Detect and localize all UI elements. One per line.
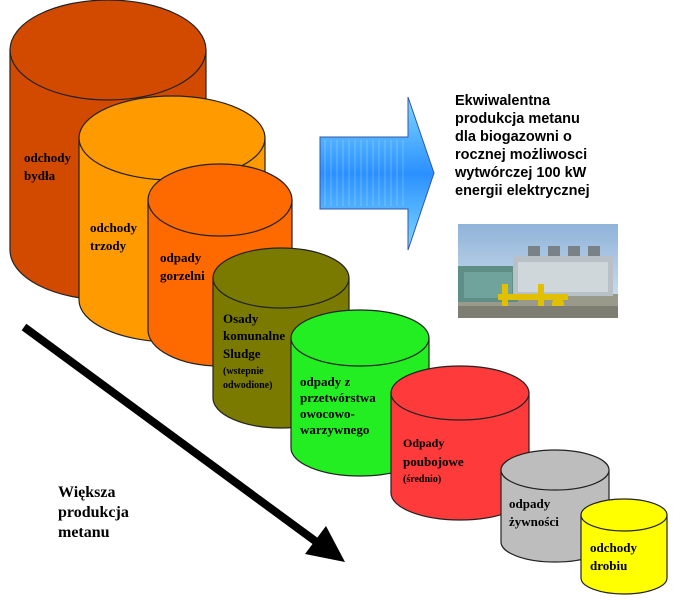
cylinder-label: odpady <box>160 250 202 265</box>
cylinder-label: odchody <box>24 150 71 165</box>
cylinder-label: poubojowe <box>403 454 464 469</box>
cylinder-label: warzywnego <box>300 422 369 437</box>
cylinder-label: odpady z <box>300 374 350 389</box>
cylinder-note: (średnio) <box>403 474 441 485</box>
cylinder-label: trzody <box>90 238 127 253</box>
cylinder-label: przetwórstwa <box>300 390 376 405</box>
bottom-label-line: metanu <box>58 524 110 541</box>
block-arrow-right <box>319 96 435 251</box>
cylinder-label: Odpady <box>403 436 444 450</box>
biogas-plant-photo <box>458 224 618 318</box>
right-title-line: rocznej możliwosci <box>455 147 588 163</box>
right-title: Ekwiwalentna produkcja metanu dla biogaz… <box>455 92 675 200</box>
cylinder-note: odwodione) <box>223 380 272 391</box>
cylinder-label: bydła <box>24 168 56 183</box>
cylinder-label: gorzelni <box>160 268 205 283</box>
cylinder-label: odchody <box>590 540 637 555</box>
cylinder-label: odpady <box>509 496 551 511</box>
cylinder-label: Sludge <box>223 346 261 361</box>
cylinder-label: owocowo- <box>300 406 355 421</box>
cylinder-label: komunalne <box>223 328 285 343</box>
right-title-line: Ekwiwalentna <box>455 93 551 109</box>
right-title-line: dla biogazowni o <box>455 129 572 145</box>
bottom-label: Większa produkcja metanu <box>58 483 129 543</box>
cylinder-note: (wstepnie <box>223 366 264 377</box>
cylinder-label: odchody <box>90 220 137 235</box>
bottom-label-line: Większa <box>58 484 116 501</box>
cylinder-label: drobiu <box>590 558 627 573</box>
right-title-line: energii elektrycznej <box>455 183 590 199</box>
right-title-line: produkcja metanu <box>455 111 580 127</box>
right-title-line: wytwórczej 100 kW <box>455 165 587 181</box>
diagonal-arrow <box>21 323 345 562</box>
cylinder-odchody-drobiu: odchody drobiu <box>580 498 668 595</box>
cylinder-label: żywności <box>509 514 559 529</box>
cylinder-label: Osady <box>223 311 259 326</box>
bottom-label-line: produkcja <box>58 504 129 521</box>
cylinder-odpady-poubojowe: Odpady poubojowe (średnio) <box>390 365 530 521</box>
